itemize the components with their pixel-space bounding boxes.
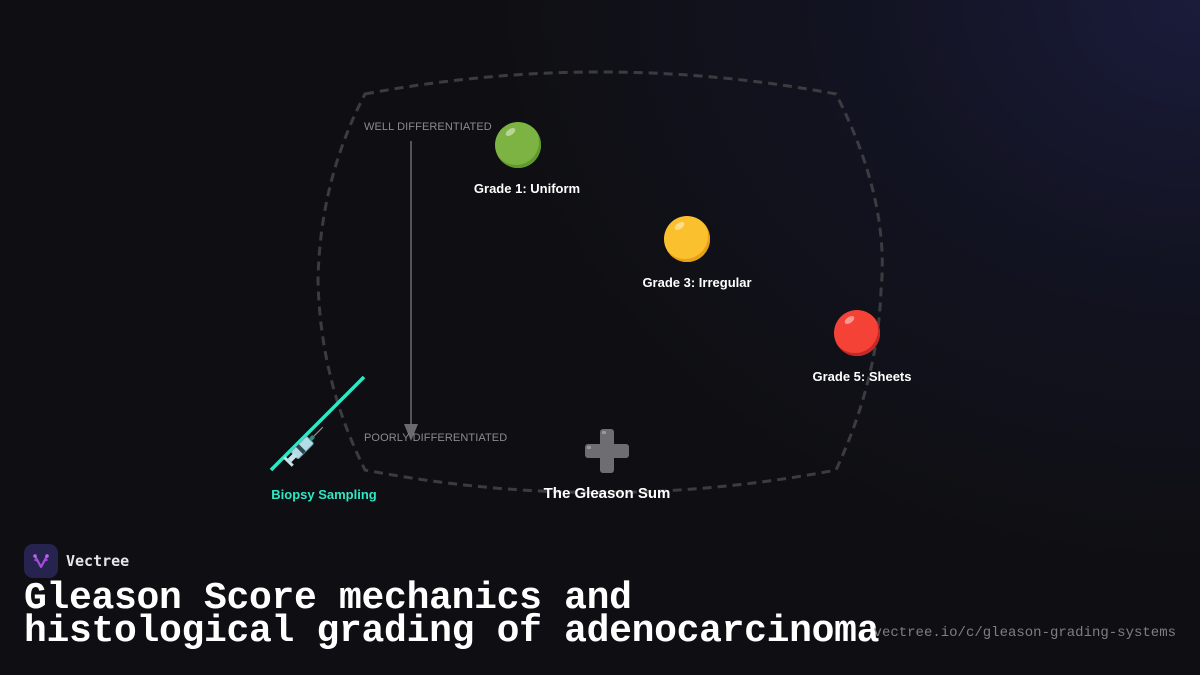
brand: Vectree bbox=[24, 544, 129, 578]
vectree-logo-icon bbox=[24, 544, 58, 578]
axis-label-poorly-differentiated: POORLY DIFFERENTIATED bbox=[364, 432, 508, 444]
node-label-grade3: Grade 3: Irregular bbox=[642, 275, 752, 290]
title-line-1: Gleason Score mechanics and bbox=[24, 577, 632, 620]
yellow-circle-icon bbox=[664, 216, 710, 262]
node-label-gleason-sum: The Gleason Sum bbox=[543, 485, 671, 502]
plus-icon bbox=[585, 429, 629, 473]
node-label-biopsy: Biopsy Sampling bbox=[271, 487, 377, 502]
axis-label-well-differentiated: WELL DIFFERENTIATED bbox=[364, 121, 492, 133]
green-circle-icon bbox=[495, 122, 541, 168]
biopsy-needle-line bbox=[269, 375, 366, 472]
brand-name: Vectree bbox=[66, 552, 130, 570]
axis-arrowhead-icon bbox=[404, 424, 418, 441]
tissue-outline bbox=[316, 70, 884, 494]
red-circle-icon bbox=[834, 310, 880, 356]
page-title: Gleason Score mechanics and histological… bbox=[24, 580, 879, 651]
node-label-grade1: Grade 1: Uniform bbox=[473, 181, 581, 196]
title-line-2: histological grading of adenocarcinoma bbox=[24, 610, 880, 653]
node-label-grade5: Grade 5: Sheets bbox=[812, 369, 912, 384]
syringe-icon bbox=[283, 426, 324, 467]
source-url: vectree.io/c/gleason-grading-systems bbox=[873, 625, 1176, 641]
